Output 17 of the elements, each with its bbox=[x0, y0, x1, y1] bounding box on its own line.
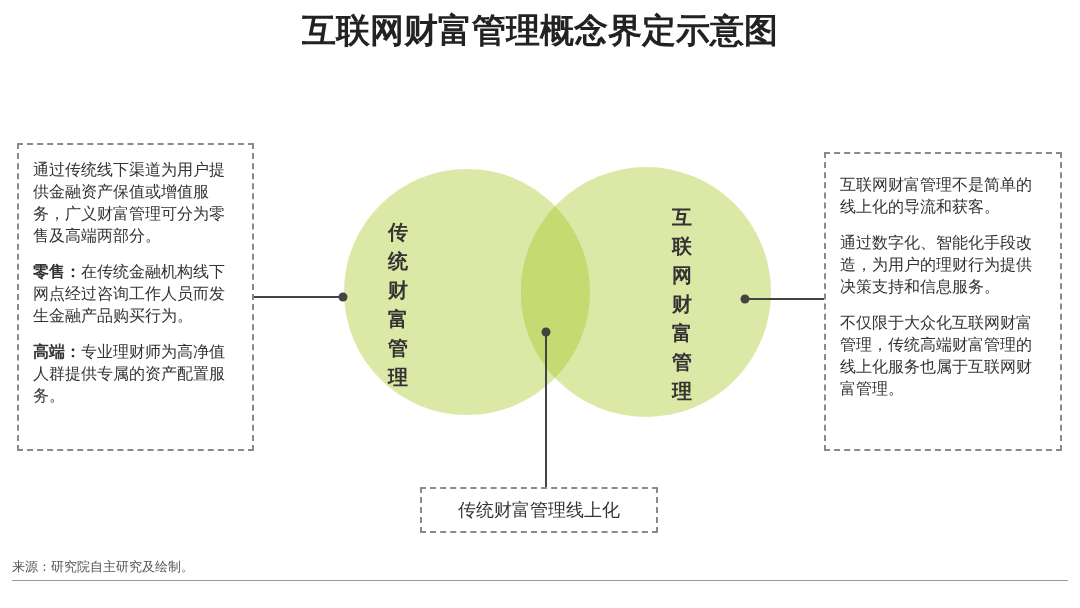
text-box bbox=[824, 152, 1062, 451]
paragraph: 通过传统线下渠道为用户提供金融资产保值或增值服务，广义财富管理可分为零售及高端两部分。 bbox=[33, 160, 226, 247]
paragraph: 零售：在传统金融机构线下网点经过咨询工作人员而发生金融产品购买行为。 bbox=[33, 262, 226, 327]
source-note: 来源：研究院自主研究及绘制。 bbox=[12, 558, 194, 576]
paragraph: 通过数字化、智能化手段改造，为用户的理财行为提供决策支持和信息服务。 bbox=[840, 233, 1033, 298]
text-box bbox=[420, 487, 658, 533]
leader-line bbox=[253, 292, 348, 302]
leader-line bbox=[740, 294, 825, 304]
paragraph: 高端：专业理财师为高净值人群提供专属的资产配置服务。 bbox=[33, 342, 226, 407]
paragraph: 传统财富管理线上化 bbox=[458, 499, 620, 521]
text-box bbox=[17, 143, 254, 451]
leader-line bbox=[541, 327, 551, 488]
circle-label: 互联网财富管理 bbox=[672, 204, 693, 405]
circle-label: 传统财富管理 bbox=[388, 219, 409, 391]
paragraph: 不仅限于大众化互联网财富管理，传统高端财富管理的线上化服务也属于互联网财富管理。 bbox=[840, 313, 1033, 400]
title: 互联网财富管理概念界定示意图 bbox=[301, 9, 779, 52]
paragraph: 互联网财富管理不是简单的线上化的导流和获客。 bbox=[840, 175, 1033, 218]
